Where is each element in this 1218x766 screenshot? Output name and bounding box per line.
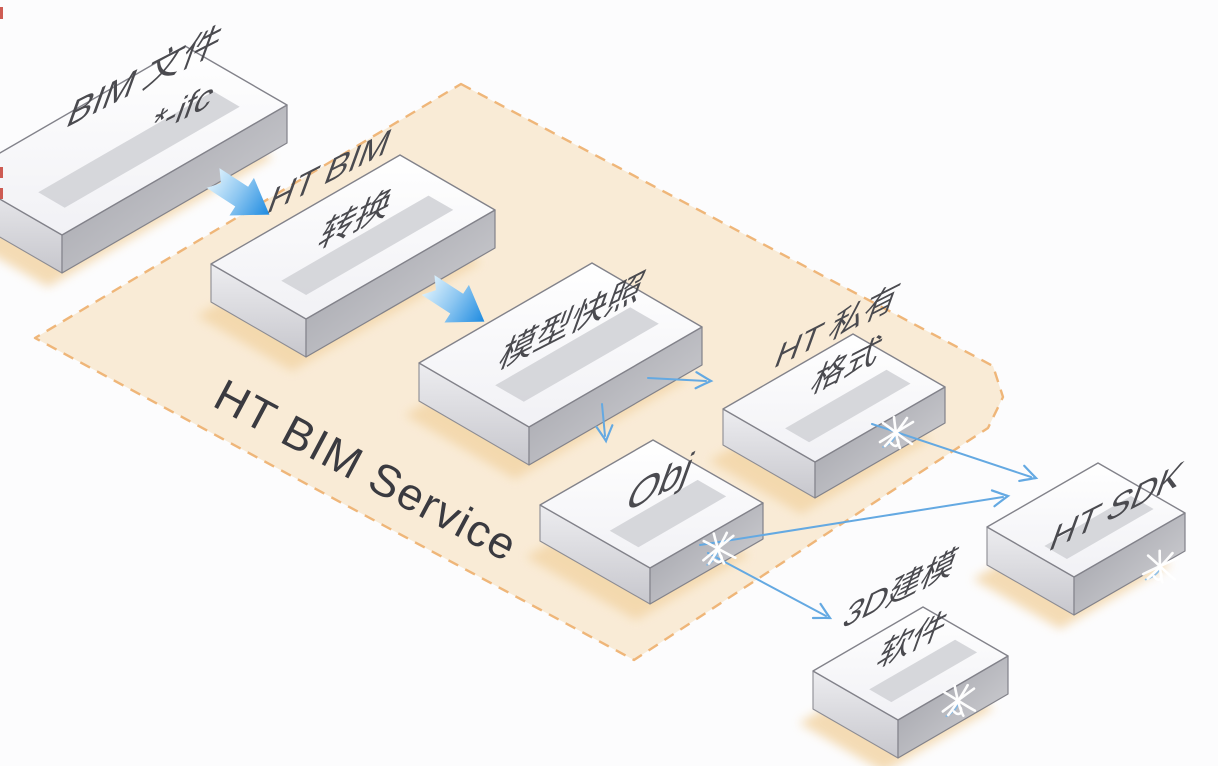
- block-top-face: [539, 439, 764, 569]
- block-inset-stripe: [495, 307, 659, 402]
- block-top-face: [986, 462, 1186, 578]
- node-model-snapshot: [405, 262, 703, 479]
- edge-snapshot-to-private-format: [647, 371, 713, 391]
- node-ht-sdk: [973, 462, 1186, 629]
- block-top-face: [722, 333, 946, 463]
- left-edge-red-artifact: [0, 188, 3, 199]
- block-top-face: [210, 154, 496, 320]
- edge-snapshot-to-obj: [595, 403, 616, 443]
- block-top-face: [418, 262, 703, 428]
- block-inset-stripe: [609, 479, 727, 548]
- node-ht-bim-convert: [197, 154, 496, 371]
- block-inset-stripe: [281, 195, 454, 295]
- block-top-face: [812, 606, 1009, 721]
- block-inset-stripe: [38, 91, 240, 208]
- node-bim-file: [0, 45, 288, 287]
- left-edge-red-artifact: [0, 167, 3, 178]
- block-inset-stripe: [1044, 496, 1154, 559]
- edge-obj-to-3d-software: [707, 552, 835, 627]
- node-obj: [526, 439, 764, 620]
- edge-obj-to-sdk: [699, 486, 1011, 546]
- block-inset-stripe: [869, 639, 978, 703]
- block-inset-stripe: [785, 369, 911, 443]
- left-edge-red-artifact: [0, 7, 3, 19]
